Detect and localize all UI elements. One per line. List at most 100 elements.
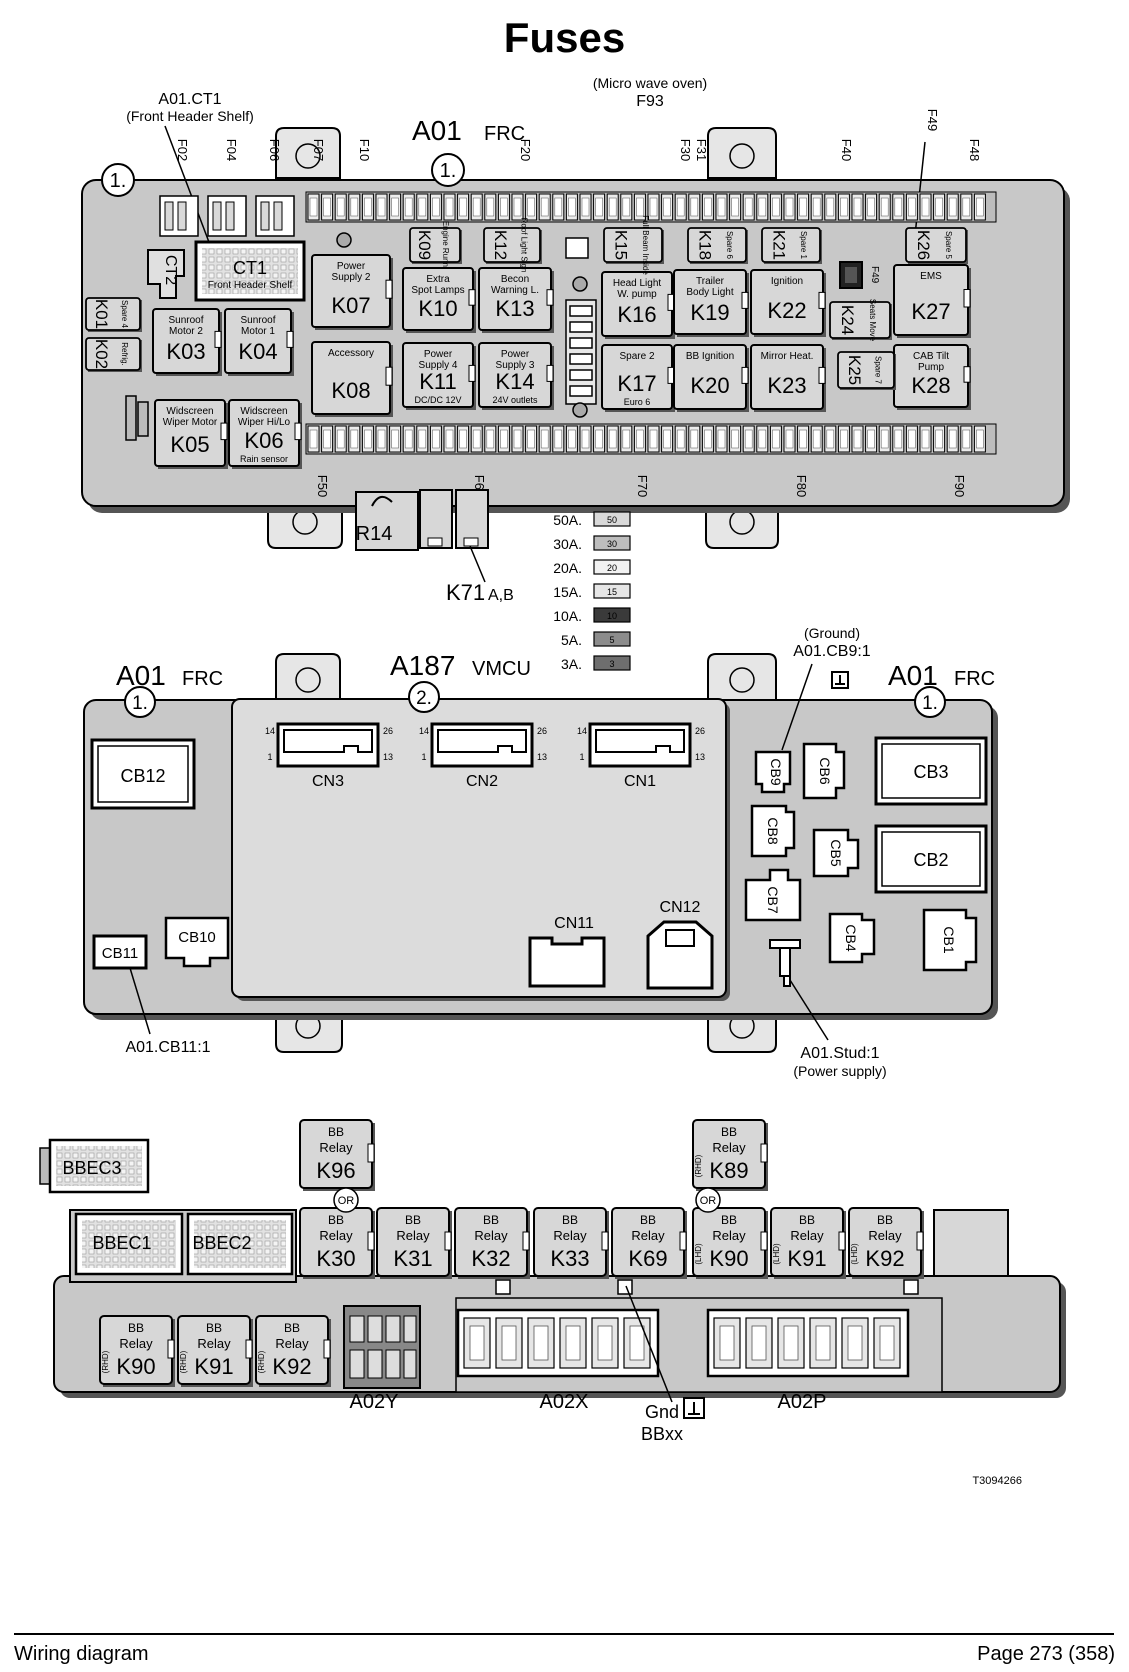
page-title: Fuses — [503, 14, 626, 61]
relay-mark: (RHD) — [694, 1154, 703, 1177]
cn12-connector — [646, 920, 714, 990]
relay-caption: Motor 1 — [241, 326, 275, 337]
svg-text:Relay: Relay — [319, 1140, 353, 1155]
svg-text:Relay: Relay — [396, 1228, 430, 1243]
fuse-number-label: F31 — [694, 139, 709, 161]
cb3-block — [874, 736, 988, 806]
relay-caption: Accessory — [328, 348, 374, 359]
relay-caption: Trailer — [696, 276, 725, 287]
wiper-connector — [125, 395, 149, 441]
svg-text:1: 1 — [421, 752, 426, 762]
relay-id: K18 — [695, 230, 714, 260]
fuse-rating-number: 50 — [607, 515, 617, 525]
relay-caption: Widscreen — [240, 406, 287, 417]
relay-caption: Supply 2 — [332, 272, 371, 283]
footer-left: Wiring diagram — [14, 1643, 149, 1665]
svg-text:Relay: Relay — [712, 1140, 746, 1155]
relay-note: Rain sensor — [240, 454, 288, 464]
relay-id: K19 — [690, 300, 729, 325]
fuse-row-bottom — [305, 423, 997, 455]
relay-caption: Spare 5 — [944, 231, 953, 260]
relay-caption: Spare 4 — [120, 300, 129, 329]
fuse-rating-swatch — [593, 511, 631, 527]
svg-text:Relay: Relay — [553, 1228, 587, 1243]
relay-caption: Ignition — [771, 276, 803, 287]
footer-divider — [14, 1633, 1114, 1635]
relay-caption: Becon — [501, 274, 529, 285]
relay-caption: Head Light — [613, 278, 662, 289]
relay-id: K69 — [628, 1246, 667, 1271]
relay-caption: CAB Tilt — [913, 351, 949, 362]
relay-id: K26 — [914, 230, 933, 260]
image-id: T3094266 — [972, 1475, 1022, 1487]
small-cb-blocks — [744, 742, 978, 972]
cb5-label: CB5 — [828, 839, 844, 866]
relay-id: K32 — [471, 1246, 510, 1271]
relay-id: K20 — [690, 373, 729, 398]
panel2-left-sub: FRC — [182, 668, 223, 690]
relay-id: K15 — [611, 230, 630, 260]
connector-label: CN1 — [624, 773, 656, 790]
relay-caption: Pump — [918, 362, 945, 373]
svg-text:BB: BB — [328, 1213, 344, 1227]
panel2-center-sub: VMCU — [472, 658, 531, 680]
relay-caption: Power — [424, 349, 453, 360]
panel2-center-header: A187 — [390, 650, 455, 681]
fuse-number-label: F80 — [794, 475, 809, 497]
fuse-rating-number: 5 — [609, 635, 614, 645]
fuse-number-label: F90 — [952, 475, 967, 497]
fuse-number-label: F07 — [311, 139, 326, 161]
relay-mark: (RHD) — [101, 1350, 110, 1373]
svg-text:BB: BB — [284, 1321, 300, 1335]
relay-id: K28 — [911, 373, 950, 398]
k71-sub: A,B — [488, 587, 514, 604]
svg-text:26: 26 — [537, 726, 547, 736]
relay-k18: K18 Spare 6 — [687, 227, 748, 264]
relay-caption: W. pump — [617, 289, 657, 300]
footer-right: Page 273 (358) — [977, 1643, 1115, 1665]
cn11-label: CN11 — [554, 915, 594, 932]
relay-mark: (LHD) — [850, 1243, 859, 1265]
relay-caption: Wiper Motor — [163, 417, 218, 428]
fuse-number-label: F10 — [357, 139, 372, 161]
badge-label: 1. — [440, 160, 457, 182]
relay-id: K25 — [845, 355, 864, 385]
fuse-rating-label: 30A. — [553, 536, 582, 552]
relay-mark: (LHD) — [694, 1243, 703, 1265]
relay-id: K14 — [495, 369, 534, 394]
ct2-label: CT2 — [162, 255, 179, 285]
svg-text:26: 26 — [695, 726, 705, 736]
fuse-rating-number: 20 — [607, 563, 617, 573]
fuse-number-label: F30 — [678, 139, 693, 161]
svg-text:OR: OR — [338, 1195, 355, 1207]
bb-relay-group: BBRelayK96BBRelayK89(RHD)BBRelayK30BBRel… — [99, 1119, 924, 1387]
svg-text:BB: BB — [206, 1321, 222, 1335]
svg-text:BB: BB — [128, 1321, 144, 1335]
relay-caption: Spare 6 — [725, 231, 734, 260]
svg-text:14: 14 — [419, 726, 429, 736]
fuse-rating-label: 10A. — [553, 608, 582, 624]
panel1-header-sub: FRC — [484, 123, 525, 145]
relay-caption: Warning L. — [491, 285, 539, 296]
relay-caption: Refrig. — [120, 342, 129, 366]
relay-id: K12 — [491, 230, 510, 260]
